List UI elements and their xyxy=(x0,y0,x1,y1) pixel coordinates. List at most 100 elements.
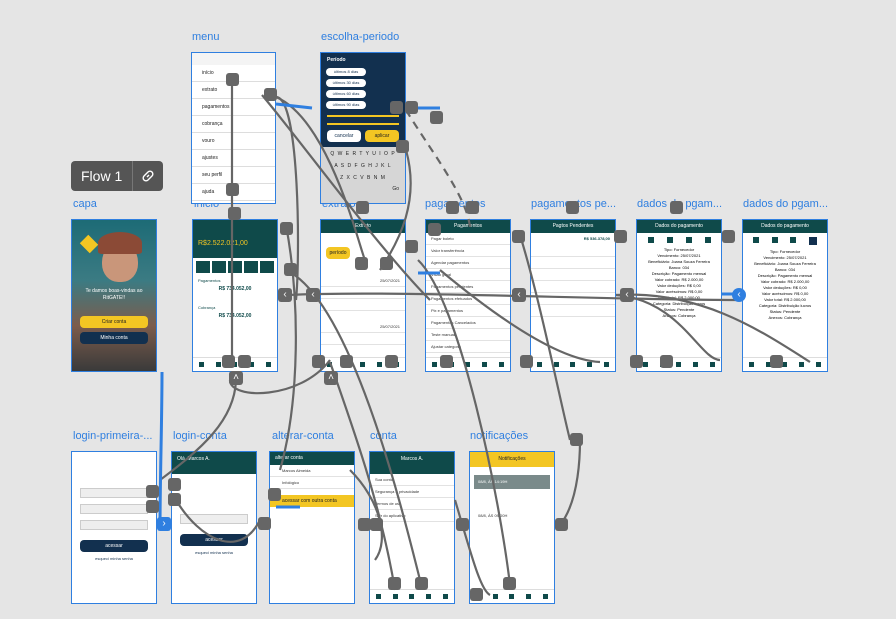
hotspot[interactable] xyxy=(380,257,393,270)
hotspot[interactable] xyxy=(512,230,525,243)
hotspot[interactable] xyxy=(370,518,383,531)
account-menu-item[interactable]: Sua conta xyxy=(370,474,454,486)
create-account-button[interactable]: Criar conta xyxy=(80,316,148,328)
period-chip[interactable]: últimos 8 dias xyxy=(326,68,366,76)
agency-input[interactable] xyxy=(80,504,148,514)
keys-row-1[interactable]: Q W E R T Y U I O P xyxy=(330,151,396,157)
hotspot[interactable] xyxy=(670,201,683,214)
download-icon[interactable] xyxy=(704,237,711,243)
list-item[interactable] xyxy=(531,305,615,317)
hotspot[interactable] xyxy=(228,207,241,220)
account-menu-item[interactable]: Termos de uso xyxy=(370,498,454,510)
hotspot[interactable] xyxy=(355,257,368,270)
payments-item[interactable]: Pagamentos pendentes xyxy=(426,281,510,293)
bottom-nav[interactable] xyxy=(637,357,721,371)
hotspot[interactable] xyxy=(770,355,783,368)
frame-label-capa[interactable]: capa xyxy=(73,198,97,210)
hotspot[interactable] xyxy=(268,488,281,501)
hotspot[interactable] xyxy=(238,355,251,368)
hotspot[interactable] xyxy=(503,577,516,590)
hotspot[interactable] xyxy=(466,201,479,214)
slider-track[interactable] xyxy=(327,115,399,117)
frame-alterar-conta[interactable]: alterar conta Marcos Almeida Infológico … xyxy=(269,451,355,604)
frame-label-escolha[interactable]: escolha-periodo xyxy=(321,31,400,43)
menu-item[interactable]: extrato xyxy=(192,82,275,99)
back-arrow-icon[interactable]: ‹ xyxy=(732,288,746,302)
bottom-nav[interactable] xyxy=(743,357,827,371)
frame-capa[interactable]: Te damos boas-vindas ao RitGATE!! Criar … xyxy=(71,219,157,372)
hotspot[interactable] xyxy=(340,355,353,368)
chevron-up-icon[interactable]: ˄ xyxy=(324,371,338,385)
frame-inicio[interactable]: R$2.522.021,00 Pagamentos R$ 734.052,00 … xyxy=(192,219,278,372)
hotspot[interactable] xyxy=(555,518,568,531)
hotspot[interactable] xyxy=(358,518,371,531)
hotspot[interactable] xyxy=(428,223,441,236)
frame-label-conta[interactable]: conta xyxy=(370,430,397,442)
hotspot[interactable] xyxy=(168,493,181,506)
frame-label-login[interactable]: login-conta xyxy=(173,430,227,442)
back-arrow-icon[interactable]: ‹ xyxy=(306,288,320,302)
hotspot[interactable] xyxy=(226,73,239,86)
edit-icon[interactable] xyxy=(647,237,654,243)
hotspot[interactable] xyxy=(356,201,369,214)
hotspot[interactable] xyxy=(430,111,443,124)
payments-item[interactable]: Pagamentos Cancelados xyxy=(426,317,510,329)
hotspot[interactable] xyxy=(222,355,235,368)
bottom-nav[interactable] xyxy=(193,357,277,371)
list-item[interactable] xyxy=(321,299,405,311)
edit-icon[interactable] xyxy=(753,237,760,243)
hotspot[interactable] xyxy=(722,230,735,243)
hotspot[interactable] xyxy=(614,230,627,243)
list-item[interactable] xyxy=(321,333,405,345)
menu-item[interactable]: ajustes xyxy=(192,150,275,167)
hotspot[interactable] xyxy=(280,222,293,235)
chevron-right-icon[interactable]: › xyxy=(157,517,171,531)
period-chip[interactable]: últimos 60 dias xyxy=(326,90,366,98)
keyboard[interactable]: Q W E R T Y U I O P A S D F G H J K L Z … xyxy=(321,147,405,203)
frame-extrato[interactable]: Extrato período 25/07/2021 25/07/2021 xyxy=(320,219,406,372)
apply-button[interactable]: aplicar xyxy=(365,130,399,142)
keys-row-2[interactable]: A S D F G H J K L xyxy=(334,163,392,169)
hotspot[interactable] xyxy=(385,355,398,368)
frame-pagamentos-pendentes[interactable]: Pagtos Pendentes R$ 536.378,00 xyxy=(530,219,616,372)
cancel-button[interactable]: cancelar xyxy=(327,130,361,142)
hotspot[interactable] xyxy=(405,101,418,114)
hotspot[interactable] xyxy=(168,478,181,491)
bottom-nav[interactable] xyxy=(531,357,615,371)
add-account-button[interactable]: acessar com outra conta xyxy=(270,495,354,507)
payments-item[interactable]: Ajustar categoria xyxy=(426,341,510,353)
delete-icon[interactable] xyxy=(790,237,797,243)
action-icon[interactable] xyxy=(244,261,258,273)
period-chip[interactable]: últimos 30 dias xyxy=(326,79,366,87)
hotspot[interactable] xyxy=(566,201,579,214)
hotspot[interactable] xyxy=(630,355,643,368)
period-chip[interactable]: últimos 90 dias xyxy=(326,101,366,109)
password-input[interactable] xyxy=(180,514,248,524)
share-icon[interactable] xyxy=(666,237,673,243)
hotspot[interactable] xyxy=(440,355,453,368)
hotspot[interactable] xyxy=(146,485,159,498)
menu-item[interactable]: sair xyxy=(192,201,275,203)
action-icon[interactable] xyxy=(228,261,242,273)
back-arrow-icon[interactable]: ‹ xyxy=(512,288,526,302)
hotspot[interactable] xyxy=(388,577,401,590)
password-input[interactable] xyxy=(80,520,148,530)
forgot-password-link[interactable]: esqueci minha senha xyxy=(195,550,233,555)
menu-item[interactable]: pagamentos xyxy=(192,99,275,116)
menu-item[interactable]: vouro xyxy=(192,133,275,150)
hotspot[interactable] xyxy=(446,201,459,214)
menu-item[interactable]: ajuda xyxy=(192,184,275,201)
link-icon[interactable] xyxy=(132,161,163,191)
hotspot[interactable] xyxy=(520,355,533,368)
share-icon[interactable] xyxy=(771,237,778,243)
delete-icon[interactable] xyxy=(685,237,692,243)
notification-1[interactable]: 08/8, ÀS 14:19H xyxy=(474,475,550,489)
flow-badge[interactable]: Flow 1 xyxy=(71,161,164,191)
login-button[interactable]: acessar xyxy=(80,540,148,552)
frame-login-primeira[interactable]: acessar esqueci minha senha xyxy=(71,451,157,604)
list-item[interactable] xyxy=(531,257,615,269)
hotspot[interactable] xyxy=(264,88,277,101)
